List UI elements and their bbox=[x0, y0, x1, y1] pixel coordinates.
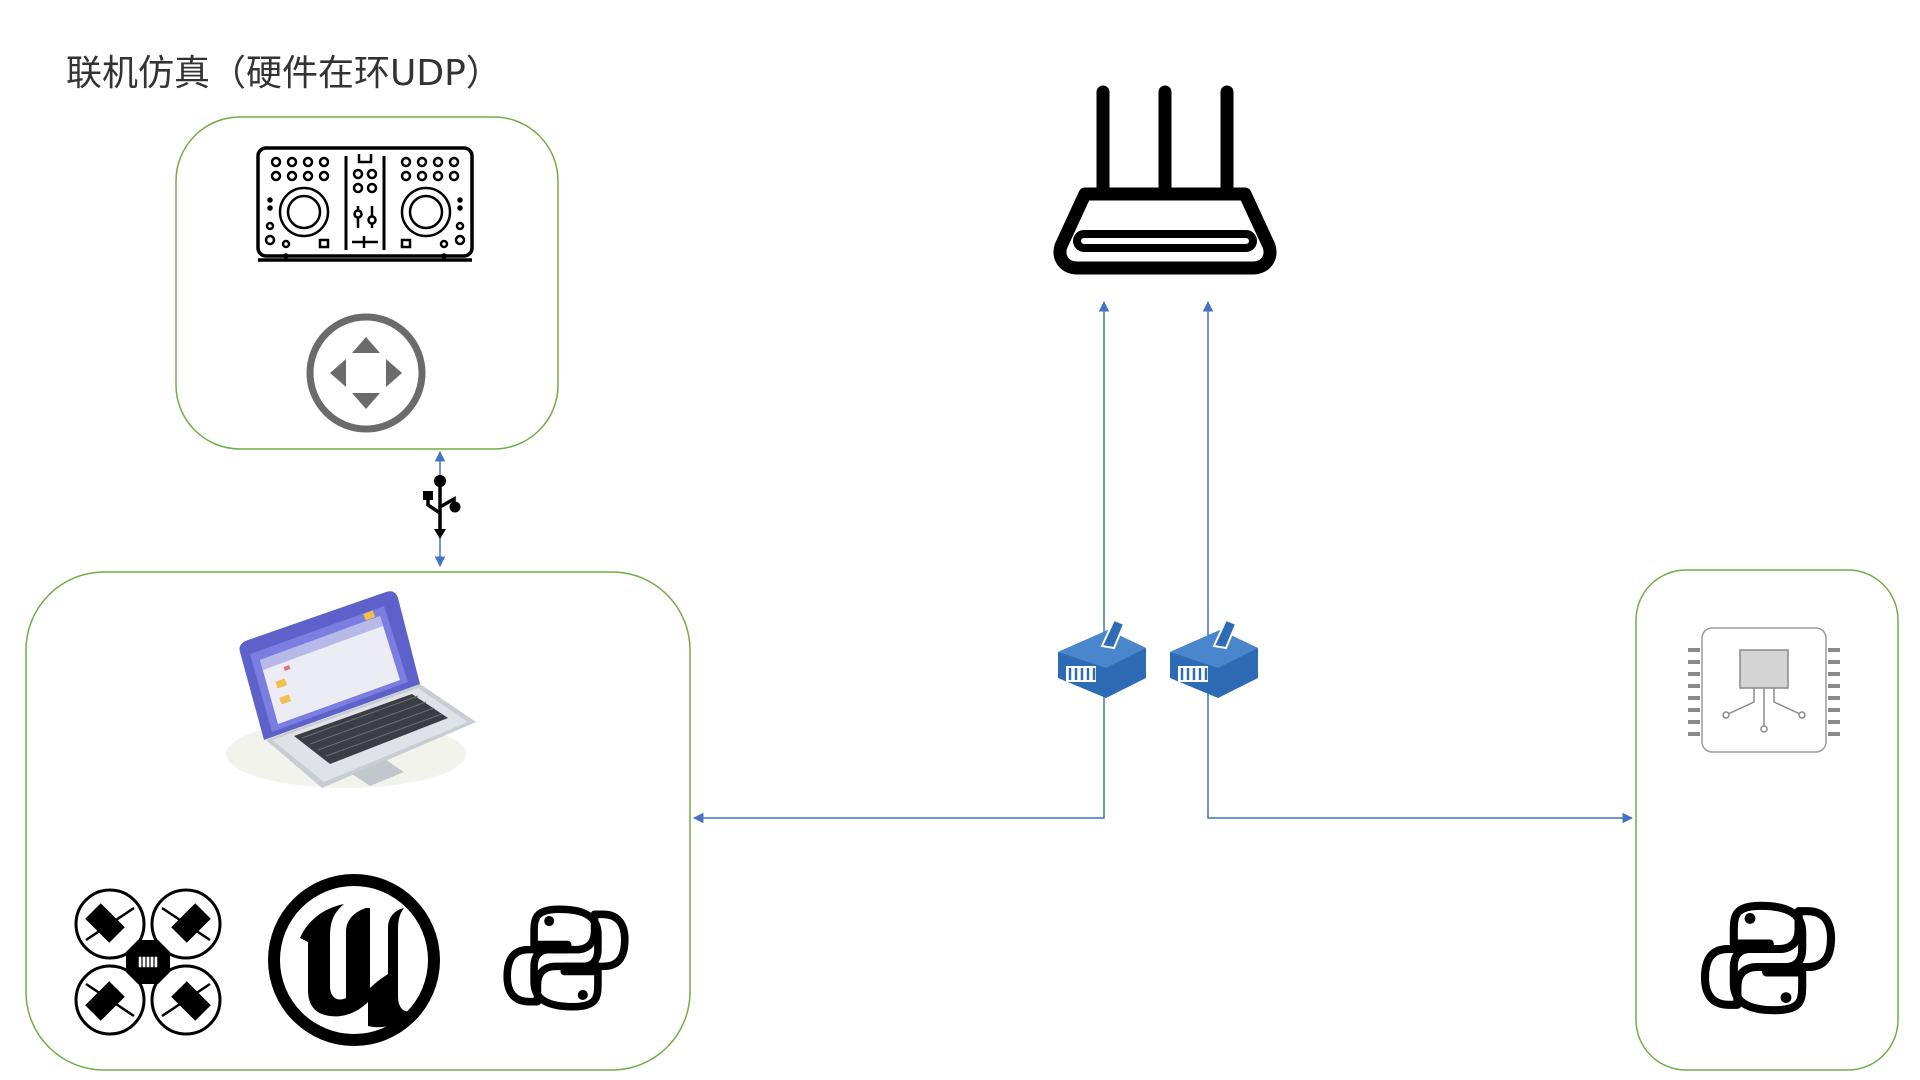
diagram-title: 联机仿真（硬件在环UDP） bbox=[66, 53, 502, 94]
controller-group-box bbox=[175, 116, 559, 450]
unreal-engine-icon bbox=[268, 874, 440, 1046]
microchip-board-icon bbox=[1688, 627, 1840, 753]
wifi-router-icon bbox=[1053, 85, 1277, 275]
usb-icon bbox=[423, 475, 461, 539]
laptop-icon bbox=[226, 591, 476, 788]
board-router-connector bbox=[1202, 300, 1634, 824]
quadcopter-icon bbox=[74, 888, 222, 1036]
board-group-box bbox=[1635, 569, 1899, 1071]
python-icon bbox=[507, 909, 625, 1006]
pc-group-box bbox=[25, 571, 691, 1071]
ethernet-plug-icon bbox=[1168, 618, 1260, 700]
pc-router-connector bbox=[692, 300, 1110, 824]
dj-controller-icon bbox=[256, 146, 474, 262]
python-icon bbox=[1705, 906, 1831, 1010]
direction-pad-icon bbox=[306, 313, 426, 433]
ethernet-plug-icon bbox=[1056, 618, 1148, 700]
